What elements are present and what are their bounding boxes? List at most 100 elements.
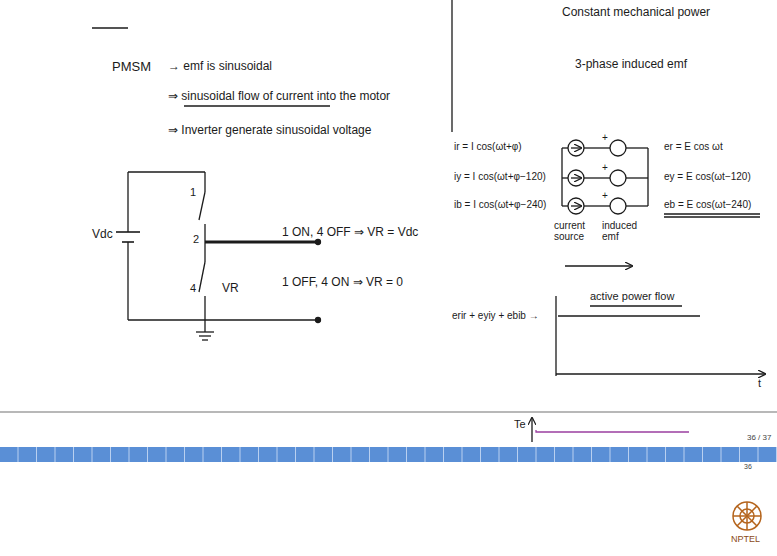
switch-state-note: 1 ON, 4 OFF ⇒ VR = Vdc — [282, 226, 418, 239]
power-plot — [556, 373, 765, 374]
power-plot — [558, 315, 700, 316]
current-equation: ir = I cos(ωt+φ) — [454, 141, 522, 152]
slider-cell-divider — [258, 447, 259, 462]
slider-cell-divider — [388, 447, 389, 462]
slider-cell-divider — [647, 447, 648, 462]
polarity-sign: + — [602, 190, 608, 201]
slider-cell-divider — [166, 447, 167, 462]
three-phase-circuit — [626, 205, 648, 206]
three-phase-circuit — [610, 198, 626, 214]
emf-equation: eb = E cos(ωt−240) — [664, 199, 751, 210]
voltage-label: Vdc — [92, 228, 113, 241]
note-text: active power flow — [590, 290, 674, 302]
logo-text: NPTEL — [731, 535, 760, 545]
slider-cell-divider — [443, 447, 444, 462]
three-phase-circuit — [561, 148, 562, 206]
inverter-leg-circuit — [316, 240, 321, 245]
note-text: 3-phase induced emf — [575, 58, 687, 71]
slider-cell-divider — [369, 447, 370, 462]
note-text: Constant mechanical power — [562, 6, 710, 19]
three-phase-circuit — [610, 170, 626, 186]
axis-label: erir + eyiy + ebib → — [452, 310, 539, 321]
three-phase-circuit — [610, 140, 626, 156]
three-phase-circuit — [647, 148, 648, 206]
inverter-leg-circuit — [196, 331, 214, 332]
node-number: 2 — [193, 233, 199, 245]
slider-cell-divider — [536, 447, 537, 462]
slider-cell-divider — [351, 447, 352, 462]
component-label: induced emf — [602, 220, 642, 242]
slider-cell-divider — [462, 447, 463, 462]
switch-number: 4 — [190, 282, 196, 294]
double-underline — [664, 213, 760, 214]
voltage-label: VR — [222, 282, 239, 295]
three-phase-circuit — [562, 140, 648, 214]
emf-equation: ey = E cos(ωt−120) — [664, 171, 751, 182]
slider-cell-divider — [221, 447, 222, 462]
page-slider — [18, 447, 777, 462]
nptel-logo — [733, 502, 761, 530]
switch-number: 1 — [190, 186, 196, 198]
slider-cell-divider — [110, 447, 111, 462]
slider-cell-divider — [36, 447, 37, 462]
inverter-leg-circuit — [116, 231, 140, 233]
double-underline — [664, 216, 760, 217]
three-phase-circuit — [626, 177, 648, 178]
component-label: current source — [554, 220, 598, 242]
switch-state-note: 1 OFF, 4 ON ⇒ VR = 0 — [282, 276, 403, 289]
inverter-leg-circuit — [202, 339, 208, 340]
three-phase-circuit — [568, 140, 584, 156]
heading-text: PMSM — [112, 60, 151, 74]
slider-cell-divider — [721, 447, 722, 462]
slider-cell-divider — [332, 447, 333, 462]
three-phase-circuit — [562, 205, 568, 206]
inverter-leg-circuit — [127, 242, 128, 320]
three-phase-circuit — [584, 177, 610, 178]
separator-line — [451, 0, 452, 132]
slider-cell-divider — [610, 447, 611, 462]
torque-plot — [536, 430, 689, 432]
underline — [590, 305, 682, 306]
slider-cell-divider — [758, 447, 759, 462]
slider-cell-divider — [573, 447, 574, 462]
inverter-leg-circuit — [128, 319, 316, 320]
page-counter: 36 / 37 — [747, 434, 771, 443]
slider-cell-divider — [684, 447, 685, 462]
three-phase-circuit — [571, 147, 581, 148]
slider-cell-divider — [203, 447, 204, 462]
page-slider — [0, 447, 777, 462]
slider-cell-divider — [18, 447, 19, 462]
slider-cell-divider — [406, 447, 407, 462]
inverter-leg-circuit — [205, 241, 316, 244]
axis-label: t — [758, 377, 761, 389]
slider-cell-divider — [73, 447, 74, 462]
slider-cell-divider — [702, 447, 703, 462]
three-phase-circuit — [568, 170, 584, 186]
slider-cell-divider — [277, 447, 278, 462]
ink-strokes — [92, 0, 765, 376]
slider-cell-divider — [628, 447, 629, 462]
three-phase-circuit — [626, 147, 648, 148]
torque-plot — [532, 418, 689, 442]
note-text: ⇒ sinusoidal flow of current into the mo… — [168, 90, 390, 103]
nptel-logo — [737, 506, 757, 526]
inverter-leg-circuit — [128, 171, 205, 172]
current-equation: ib = I cos(ωt+φ−240) — [454, 199, 546, 210]
power-plot — [556, 296, 765, 376]
inverter-leg-circuit — [199, 335, 211, 336]
power-plot — [555, 296, 556, 376]
underline — [184, 105, 330, 106]
three-phase-circuit — [584, 205, 610, 206]
three-phase-circuit — [571, 177, 581, 178]
inverter-leg-circuit — [204, 172, 205, 192]
slide-divider — [0, 411, 777, 413]
three-phase-circuit — [562, 177, 568, 178]
slider-cell-divider — [55, 447, 56, 462]
slider-cell-divider — [92, 447, 93, 462]
note-text: → emf is sinusoidal — [168, 60, 272, 73]
slider-cell-divider — [499, 447, 500, 462]
polarity-sign: + — [602, 132, 608, 143]
slider-cell-divider — [665, 447, 666, 462]
torque-plot — [531, 418, 532, 442]
current-equation: iy = I cos(ωt+φ−120) — [454, 171, 546, 182]
